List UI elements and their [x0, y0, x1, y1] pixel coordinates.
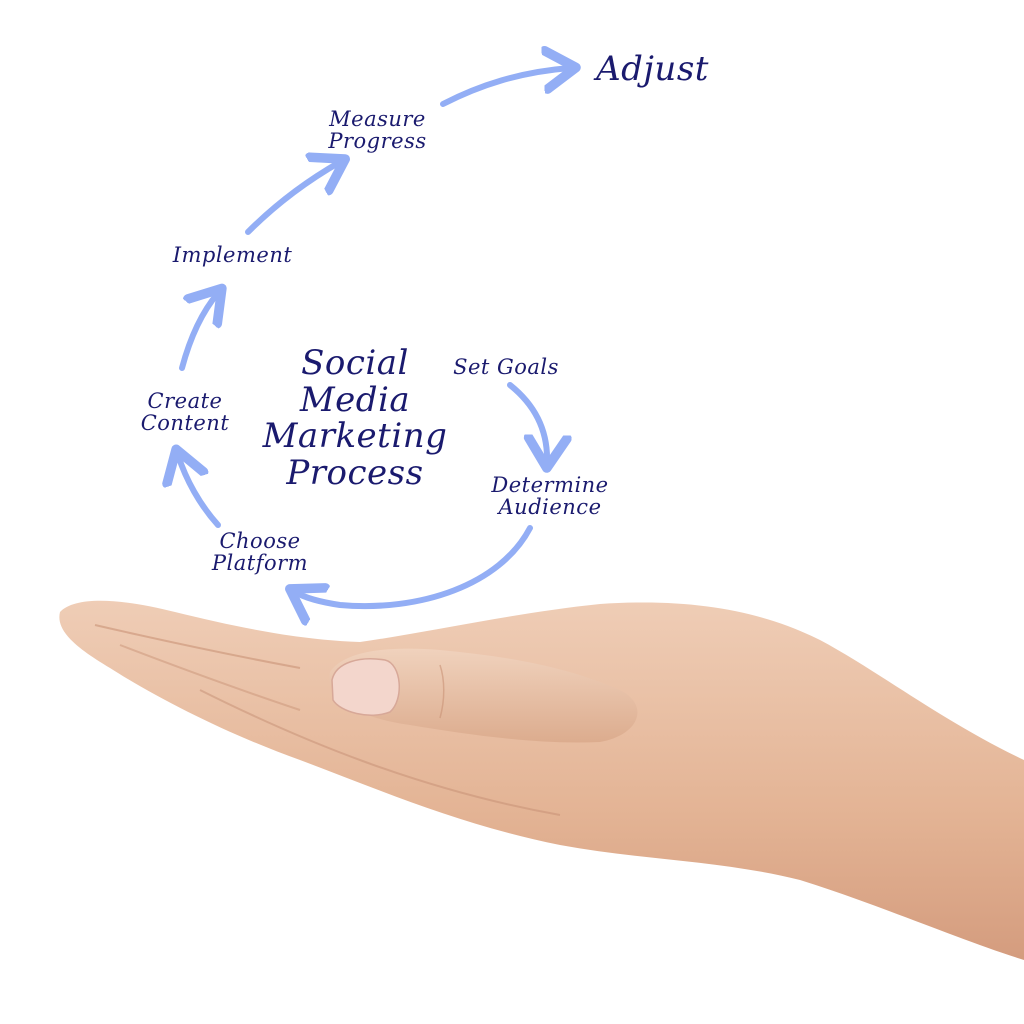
thumb-shape: [329, 648, 638, 743]
arrow-audience-to-platform: [295, 525, 533, 606]
arrow-content-to-implement: [179, 293, 218, 371]
step-implement: Implement: [172, 243, 293, 267]
arrow-platform-to-content: [178, 455, 221, 528]
step-determine-audience: Determine Audience: [491, 473, 609, 520]
step-choose-platform: Choose Platform: [211, 529, 309, 576]
step-adjust: Adjust: [596, 49, 709, 89]
arrow-measure-to-adjust: [440, 68, 570, 107]
palm-shape: [59, 600, 1024, 960]
step-set-goals: Set Goals: [453, 355, 559, 379]
step-create-content: Create Content: [140, 389, 230, 436]
knuckle-line: [439, 664, 445, 719]
step-measure-progress: Measure Progress: [328, 107, 427, 154]
finger-crease-2: [119, 644, 301, 711]
thumbnail: [331, 658, 401, 716]
diagram-title: Social Media Marketing Process: [262, 343, 448, 494]
arrow-set-goals-to-audience: [507, 382, 547, 462]
finger-crease-1: [94, 624, 301, 669]
arrow-implement-to-measure: [245, 162, 340, 235]
palm-crease: [199, 689, 561, 816]
